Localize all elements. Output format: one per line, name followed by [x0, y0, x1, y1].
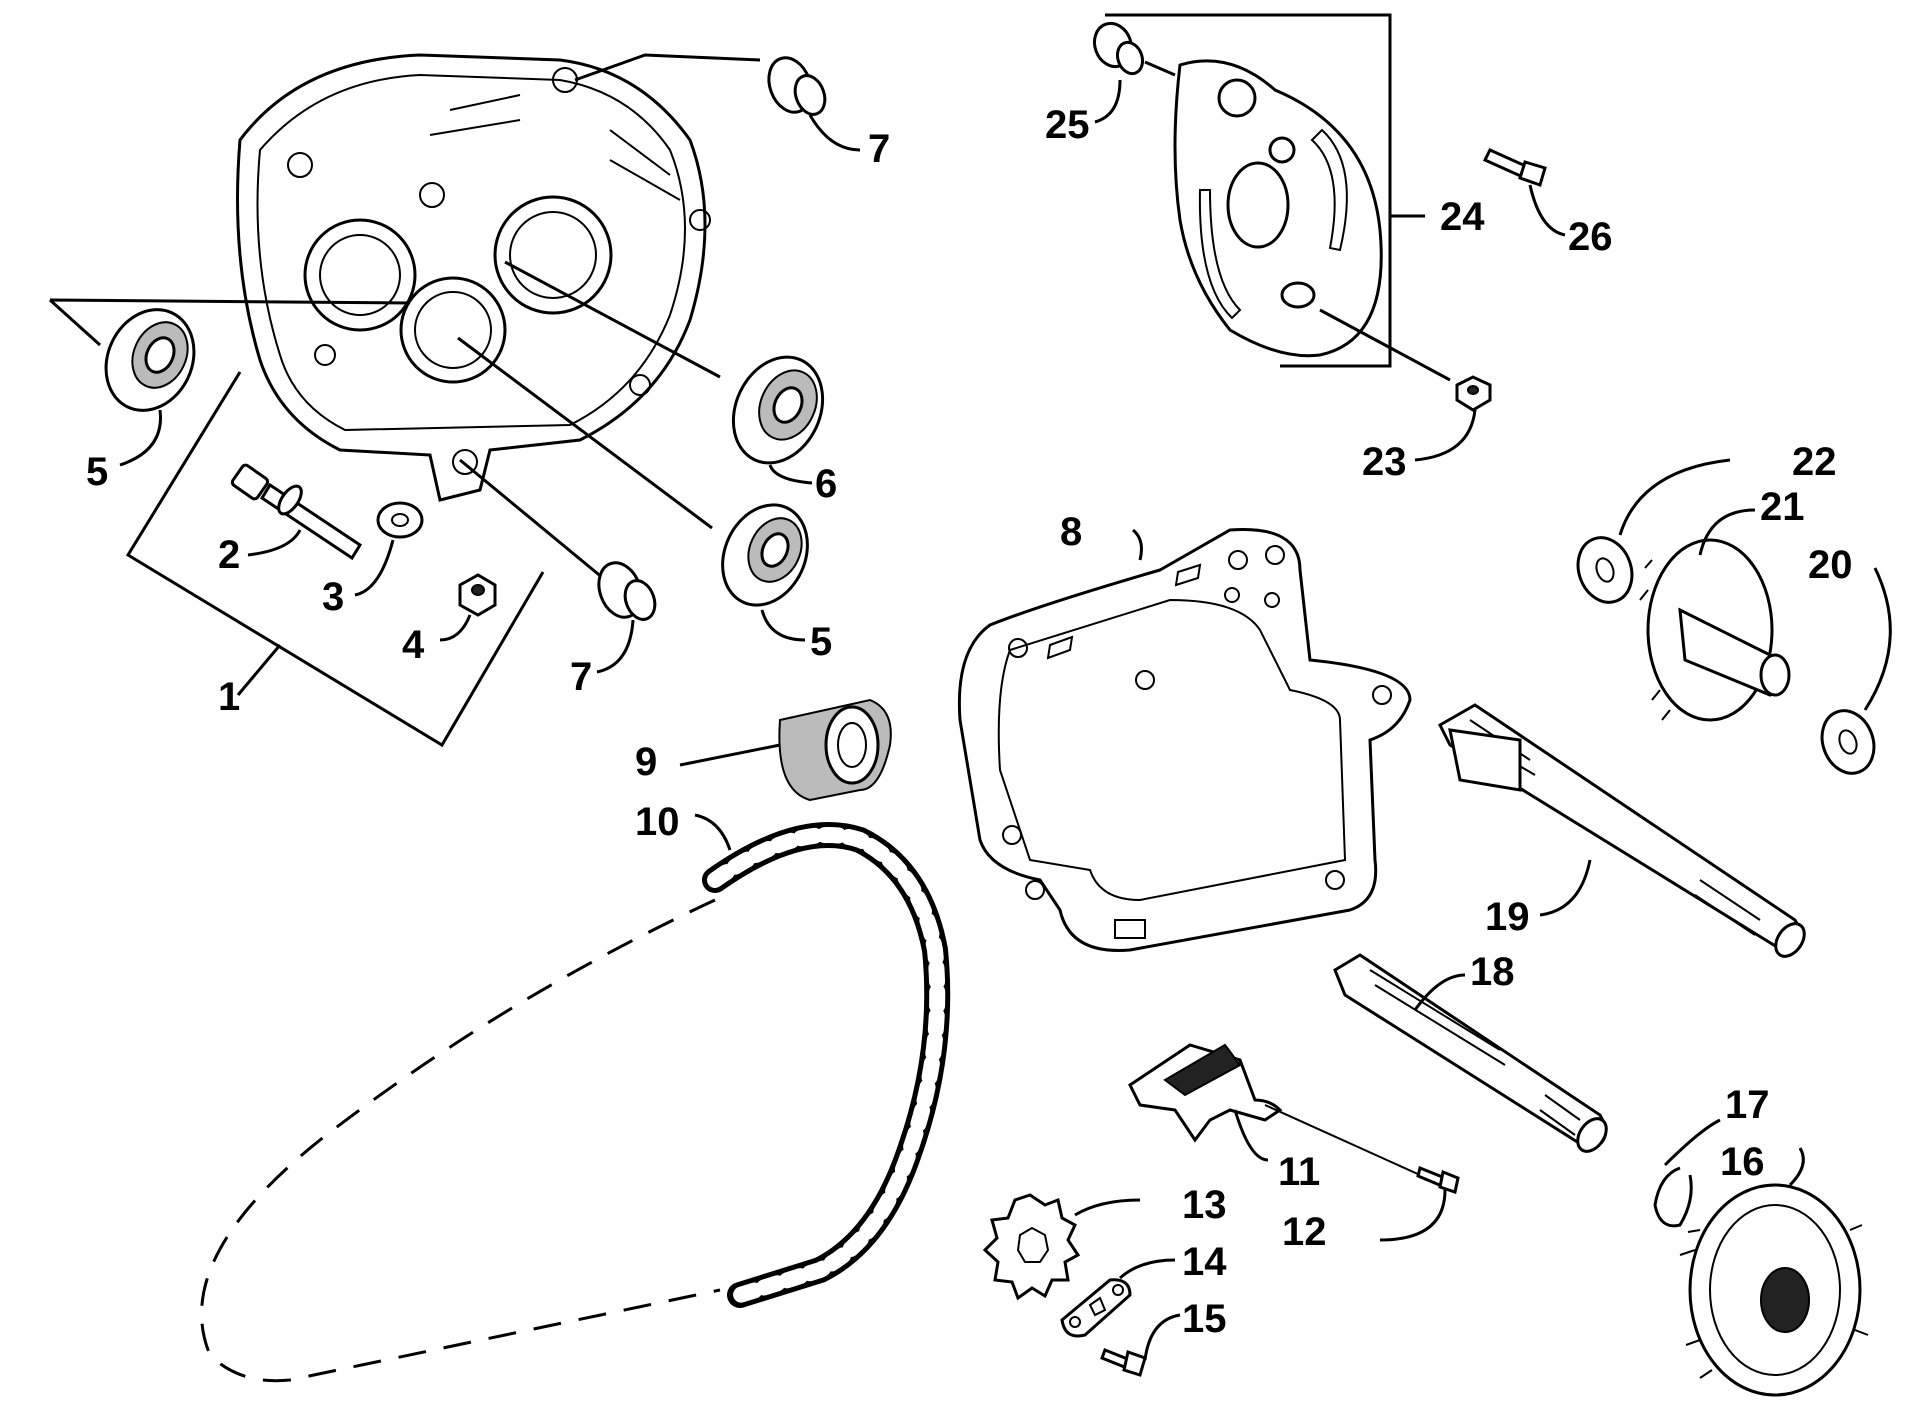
callout-19: 19 — [1485, 895, 1530, 939]
callout-17: 17 — [1725, 1083, 1770, 1127]
nut-part-4 — [458, 573, 497, 617]
callout-1: 1 — [218, 675, 240, 719]
callout-5-right: 5 — [810, 620, 832, 664]
callout-22: 22 — [1792, 440, 1837, 484]
callout-20: 20 — [1808, 543, 1853, 587]
chain-part-10 — [200, 822, 951, 1383]
callout-4: 4 — [402, 623, 425, 667]
callout-6: 6 — [815, 462, 837, 506]
callout-7-bottom: 7 — [570, 655, 592, 699]
nut-part-23 — [1455, 375, 1492, 412]
shaft-part-18 — [1333, 953, 1608, 1153]
callout-11: 11 — [1278, 1150, 1320, 1194]
bearing-part-6 — [731, 355, 825, 465]
sprocket-part-13 — [982, 1193, 1081, 1301]
callout-16: 16 — [1720, 1140, 1765, 1184]
callout-12: 12 — [1282, 1210, 1327, 1254]
washer-part-20 — [1820, 709, 1876, 775]
callout-2: 2 — [218, 533, 240, 577]
callout-24: 24 — [1440, 195, 1485, 239]
gasket-part-8 — [957, 528, 1412, 952]
callout-14: 14 — [1182, 1240, 1227, 1284]
shaft-part-19 — [1438, 703, 1806, 958]
snap-ring-part-17 — [1653, 1166, 1693, 1228]
callout-23: 23 — [1362, 440, 1407, 484]
screw-part-26 — [1482, 148, 1547, 187]
callout-7-top: 7 — [868, 127, 890, 171]
callout-18: 18 — [1470, 950, 1515, 994]
callout-8: 8 — [1060, 510, 1082, 554]
washer-part-22 — [1576, 536, 1634, 604]
callout-25: 25 — [1045, 103, 1090, 147]
bracket-plate-part-24 — [1173, 59, 1383, 358]
callout-labels: 1 2 3 4 5 6 5 7 7 8 9 10 11 12 13 14 15 … — [86, 103, 1853, 1341]
callout-3: 3 — [322, 575, 344, 619]
callout-9: 9 — [635, 740, 657, 784]
gear-part-21 — [1639, 538, 1791, 722]
bearing-part-5-left — [104, 308, 196, 412]
bolt-part-2 — [230, 463, 363, 561]
gear-part-16 — [1679, 1183, 1869, 1397]
spacer-part-25 — [1092, 21, 1145, 76]
callout-5-left: 5 — [86, 450, 108, 494]
screw-part-12 — [1416, 1165, 1460, 1194]
callout-10: 10 — [635, 800, 680, 844]
callout-26: 26 — [1568, 215, 1613, 259]
washer-part-3 — [376, 501, 424, 539]
bushing-part-7-top — [767, 56, 827, 116]
transmission-housing — [236, 53, 711, 502]
bearing-part-9 — [778, 698, 892, 802]
chain-guide-part-11 — [1128, 1043, 1283, 1143]
callout-15: 15 — [1182, 1297, 1227, 1341]
bearing-part-5-right — [721, 503, 809, 607]
callout-21: 21 — [1760, 485, 1805, 529]
callout-13: 13 — [1182, 1183, 1227, 1227]
lock-plate-part-14 — [1060, 1278, 1132, 1338]
screw-part-15 — [1100, 1348, 1147, 1377]
bushing-part-7-bottom — [597, 561, 657, 621]
